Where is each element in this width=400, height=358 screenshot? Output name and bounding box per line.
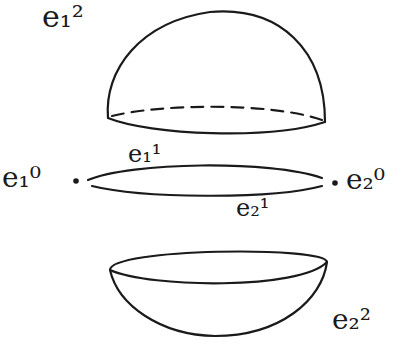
lower-hemisphere-front-rim: [110, 262, 327, 283]
cell-label: e₁¹: [128, 142, 161, 166]
upper-hemisphere-rim: [108, 118, 325, 133]
upper-hemisphere-back-rim: [112, 107, 322, 120]
cell-label: e₁⁰: [2, 164, 41, 192]
cell-label: e₁²: [42, 2, 84, 32]
cell-label: e₂²: [332, 306, 371, 334]
lower-hemisphere: [110, 262, 327, 336]
vertex-dot: [332, 180, 338, 186]
upper-arc: [88, 165, 322, 180]
upper-hemisphere: [108, 11, 325, 122]
cell-label: e₂⁰: [346, 166, 385, 194]
lower-arc: [92, 186, 322, 196]
cell-label: e₂¹: [236, 196, 269, 220]
vertex-dot: [73, 178, 79, 184]
lower-hemisphere-back-rim: [110, 252, 327, 270]
